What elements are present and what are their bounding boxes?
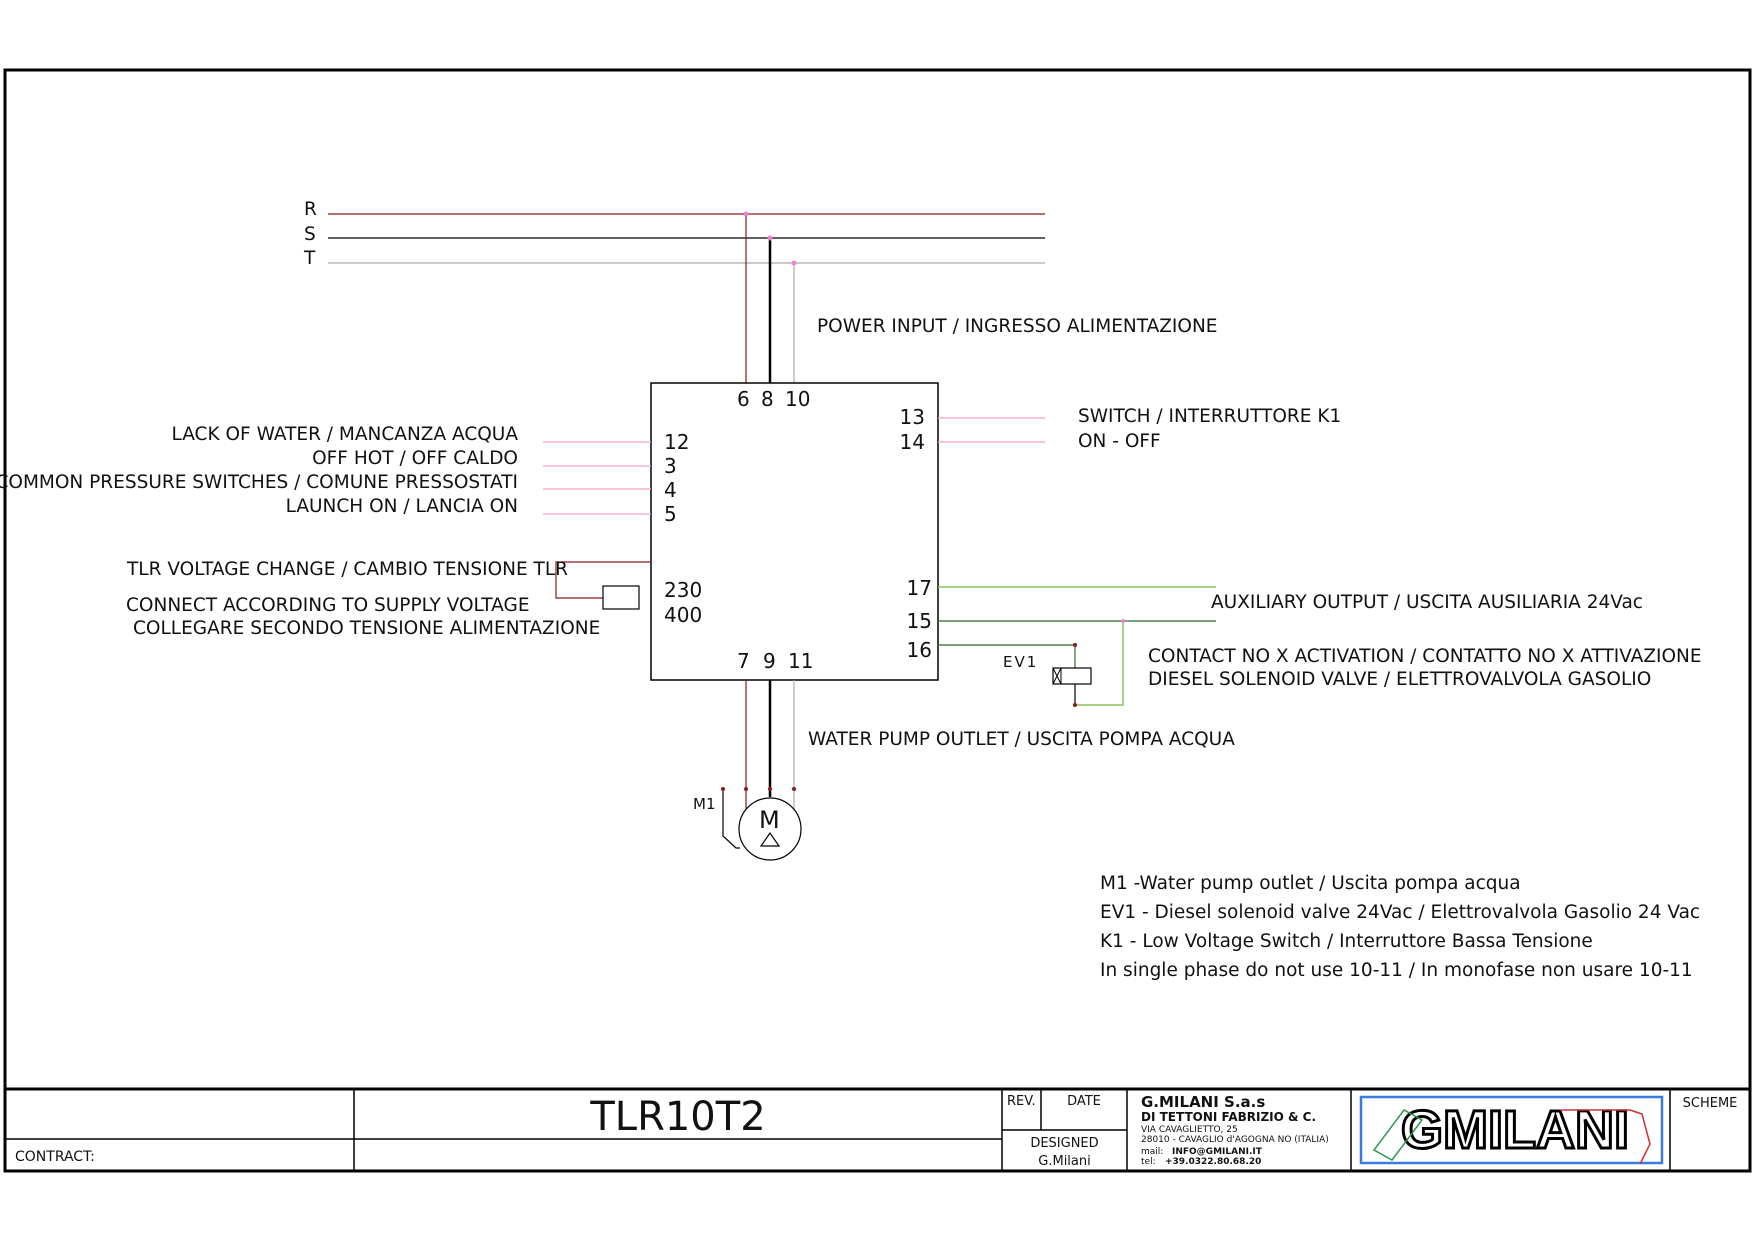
terminal: 15 xyxy=(906,609,932,633)
terminal: 16 xyxy=(906,638,932,662)
voltage-change-note: CONNECT ACCORDING TO SUPPLY VOLTAGE xyxy=(126,595,530,616)
ev1-return-wire xyxy=(1075,621,1124,706)
title-block xyxy=(5,1087,1750,1171)
ev1-coil xyxy=(1052,667,1092,685)
terminal: 12 xyxy=(664,430,690,454)
voltage-change-title: TLR VOLTAGE CHANGE / CAMBIO TENSIONE TLR xyxy=(127,559,569,580)
terminal: 10 xyxy=(785,387,811,411)
terminal: 13 xyxy=(899,405,925,429)
designer-name: G.Milani xyxy=(1038,1154,1091,1169)
motor-tag: M1 xyxy=(693,795,716,813)
pump-outlet-label: WATER PUMP OUTLET / USCITA POMPA ACQUA xyxy=(808,729,1235,750)
input-label: COMMON PRESSURE SWITCHES / COMUNE PRESSO… xyxy=(0,472,518,493)
junction-dot xyxy=(767,235,773,241)
input-label: LACK OF WATER / MANCANZA ACQUA xyxy=(171,424,519,445)
input-label: LAUNCH ON / LANCIA ON xyxy=(285,496,518,517)
ev1-label: EV1 xyxy=(1003,653,1039,671)
signal-wires-left xyxy=(543,417,1045,515)
contact-label: DIESEL SOLENOID VALVE / ELETTROVALVOLA G… xyxy=(1148,669,1652,690)
designed-label: DESIGNED xyxy=(1030,1136,1099,1151)
phase-label-s: S xyxy=(304,224,316,245)
address: VIA CAVAGLIETTO, 25 xyxy=(1141,1125,1238,1135)
scheme-label: SCHEME xyxy=(1682,1096,1738,1111)
legend-item: M1 -Water pump outlet / Uscita pompa acq… xyxy=(1100,873,1521,894)
switch-label: ON - OFF xyxy=(1078,431,1161,452)
legend-item: K1 - Low Voltage Switch / Interruttore B… xyxy=(1100,931,1593,952)
address: 28010 - CAVAGLIO d'AGOGNA NO (ITALIA) xyxy=(1141,1135,1329,1145)
phase-label-r: R xyxy=(304,199,317,220)
terminal: 7 xyxy=(737,649,750,673)
company-name: G.MILANI S.a.s xyxy=(1141,1093,1266,1111)
terminal: 230 xyxy=(664,578,703,602)
controller-box xyxy=(650,382,939,681)
terminal: 11 xyxy=(788,649,814,673)
aux-output-label: AUXILIARY OUTPUT / USCITA AUSILIARIA 24V… xyxy=(1211,592,1643,613)
switch-label: SWITCH / INTERRUTTORE K1 xyxy=(1078,406,1342,427)
legend-item: EV1 - Diesel solenoid valve 24Vac / Elet… xyxy=(1100,902,1701,923)
terminal: 6 xyxy=(737,387,750,411)
power-input-label: POWER INPUT / INGRESSO ALIMENTAZIONE xyxy=(817,316,1218,337)
terminal: 4 xyxy=(664,478,677,502)
terminal: 8 xyxy=(761,387,774,411)
junction-dot xyxy=(791,260,797,266)
mail-label: mail: xyxy=(1141,1147,1164,1157)
mail: INFO@GMILANI.IT xyxy=(1172,1147,1262,1157)
sheet-border xyxy=(3,68,1752,1173)
tel-label: tel: xyxy=(1141,1157,1156,1167)
input-label: OFF HOT / OFF CALDO xyxy=(312,448,518,469)
phase-label-t: T xyxy=(304,248,316,269)
drawing-title: TLR10T2 xyxy=(590,1094,766,1140)
terminal: 3 xyxy=(664,454,677,478)
junction-dot xyxy=(743,211,749,217)
motor-symbol xyxy=(738,797,802,861)
date-label: DATE xyxy=(1067,1094,1101,1109)
legend-item: In single phase do not use 10-11 / In mo… xyxy=(1100,960,1693,981)
rev-label: REV. xyxy=(1007,1094,1036,1109)
contact-label: CONTACT NO X ACTIVATION / CONTATTO NO X … xyxy=(1148,646,1702,667)
voltage-change-note: COLLEGARE SECONDO TENSIONE ALIMENTAZIONE xyxy=(133,618,601,639)
terminal: 9 xyxy=(763,649,776,673)
triangle-icon xyxy=(759,831,781,847)
company-subtitle: DI TETTONI FABRIZIO & C. xyxy=(1141,1110,1317,1124)
terminal: 400 xyxy=(664,603,703,627)
terminal: 14 xyxy=(899,430,925,454)
voltage-bridge-wire xyxy=(555,561,651,599)
voltage-jumper xyxy=(602,585,640,610)
tel: +39.0322.80.68.20 xyxy=(1165,1157,1262,1167)
motor-letter: M xyxy=(759,806,780,834)
terminal: 17 xyxy=(906,576,932,600)
contract-label: CONTRACT: xyxy=(15,1149,95,1165)
terminal: 5 xyxy=(664,502,677,526)
company-logo: GMILANI xyxy=(1401,1100,1629,1160)
